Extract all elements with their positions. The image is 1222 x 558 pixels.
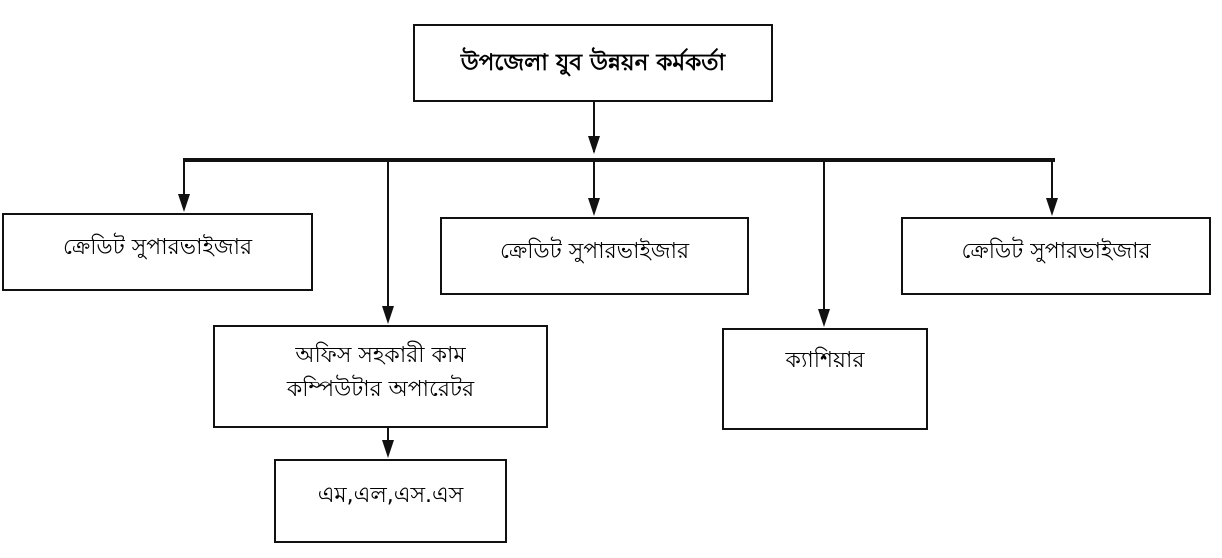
root-arrowhead — [588, 136, 600, 154]
node-label-line1: অফিস সহকারী কাম — [295, 343, 466, 368]
node-label: ক্রেডিট সুপারভাইজার — [499, 239, 690, 264]
node-label: উপজেলা যুব উন্নয়ন কর্মকর্তা — [460, 50, 726, 76]
arrowhead-office — [382, 306, 394, 324]
arrowhead-cs3 — [1046, 198, 1058, 216]
arrowhead-cashier — [818, 309, 830, 327]
node-office-assistant: অফিস সহকারী কাম কম্পিউটার অপারেটর — [213, 325, 548, 428]
node-upazila-youth-development-officer: উপজেলা যুব উন্নয়ন কর্মকর্তা — [413, 24, 773, 102]
node-label: এম,এল,এস.এস — [317, 483, 464, 508]
arrowhead-cs1 — [178, 194, 190, 212]
arrowhead-cs2 — [588, 198, 600, 216]
node-credit-supervisor-3: ক্রেডিট সুপারভাইজার — [901, 217, 1211, 295]
node-credit-supervisor-2: ক্রেডিট সুপারভাইজার — [440, 217, 749, 295]
node-label: ক্রেডিট সুপারভাইজার — [961, 239, 1151, 264]
node-label: ক্রেডিট সুপারভাইজার — [62, 235, 253, 260]
node-mlss: এম,এল,এস.এস — [274, 459, 507, 543]
node-cashier: ক্যাশিয়ার — [722, 328, 928, 430]
node-label-line2: কম্পিউটার অপারেটর — [286, 377, 475, 402]
node-label: ক্যাশিয়ার — [785, 348, 865, 373]
node-credit-supervisor-1: ক্রেডিট সুপারভাইজার — [2, 213, 313, 291]
arrowhead-mlss — [382, 440, 394, 458]
